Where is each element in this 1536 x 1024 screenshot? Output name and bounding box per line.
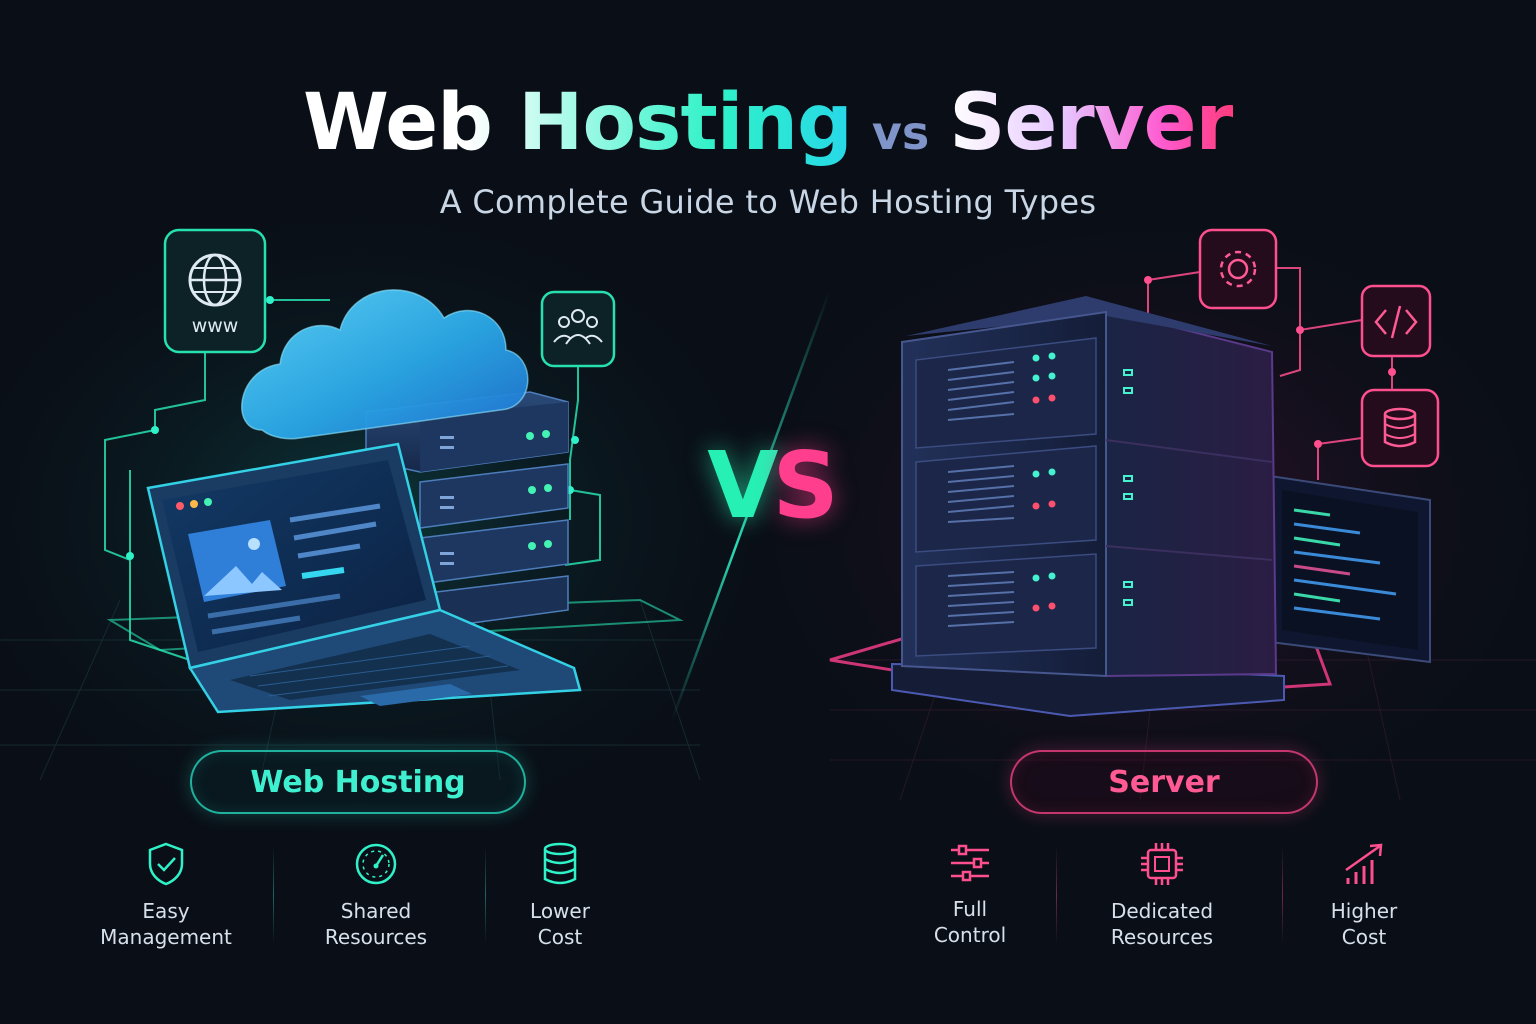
vs-badge: VS (700, 432, 840, 539)
title-web-hosting: Web Hosting (303, 78, 853, 168)
cloud-icon (241, 289, 529, 440)
code-icon (1360, 284, 1432, 358)
server-tower-icon (891, 296, 1285, 718)
feature-line-1: Easy (142, 899, 190, 923)
vs-letter-v: V (707, 432, 778, 539)
feature-divider (485, 846, 486, 944)
laptop-icon (146, 442, 582, 714)
feature-line-1: Full (952, 897, 988, 921)
divider-line (670, 289, 832, 721)
bar-chart-up-icon (1345, 843, 1383, 884)
feature-line-2: Cost (537, 925, 583, 949)
vs-letter-s: S (772, 432, 838, 539)
feature-line-1: Higher (1330, 899, 1398, 923)
gear-icon (1198, 228, 1278, 310)
feature-divider (273, 846, 274, 944)
title-server: Server (949, 78, 1234, 168)
feature-line-2: Control (933, 923, 1007, 947)
web-hosting-label-pill: Web Hosting (190, 750, 526, 814)
page-title: Web Hosting vs Server (0, 78, 1536, 168)
feature-divider (1282, 846, 1283, 944)
title-vs: vs (871, 106, 930, 160)
feature-line-2: Cost (1341, 925, 1387, 949)
database-icon (543, 842, 577, 885)
terminal-monitor-icon (1269, 474, 1431, 664)
feature-line-1: Dedicated (1110, 899, 1214, 923)
feature-line-2: Resources (324, 925, 428, 949)
page-subtitle: A Complete Guide to Web Hosting Types (439, 183, 1097, 221)
feature-line-2: Resources (1110, 925, 1214, 949)
shield-check-icon (148, 842, 184, 886)
speedometer-icon (355, 843, 397, 885)
feature-line-1: Lower (530, 899, 590, 923)
users-icon (540, 290, 616, 368)
feature-divider (1056, 846, 1057, 944)
feature-line-1: Shared (340, 899, 412, 923)
cpu-chip-icon (1141, 843, 1183, 885)
database-icon (1360, 388, 1440, 468)
server-label-pill: Server (1010, 750, 1318, 814)
www-globe-icon: www (163, 228, 267, 354)
feature-line-2: Management (100, 925, 232, 949)
www-label: www (192, 315, 239, 337)
rack-servers (365, 391, 569, 631)
sliders-icon (951, 844, 989, 882)
